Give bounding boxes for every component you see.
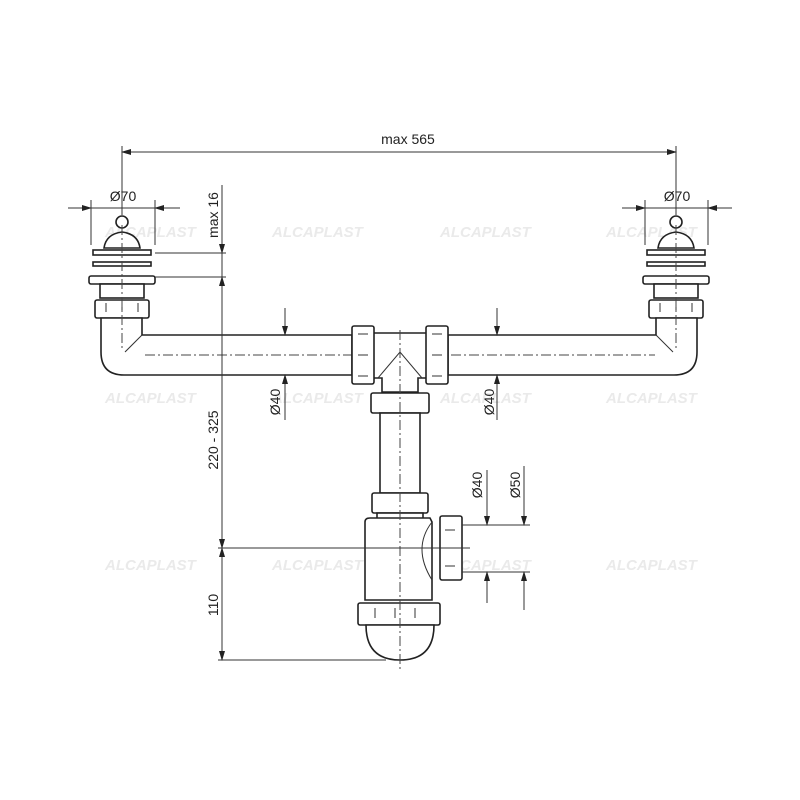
watermarks: ALCAPLAST ALCAPLAST ALCAPLAST ALCAPLAST ALC… xyxy=(104,224,699,574)
svg-text:ALCAPLAST: ALCAPLAST xyxy=(271,390,365,407)
left-pipe-diameter-dimension: Ø40 xyxy=(267,308,288,420)
right-pipe-diameter-label: Ø40 xyxy=(481,389,497,416)
outlet-inner-diameter-label: Ø40 xyxy=(469,472,485,499)
right-pipe xyxy=(447,317,698,376)
svg-text:ALCAPLAST: ALCAPLAST xyxy=(605,390,699,407)
overall-width-label: max 565 xyxy=(381,131,435,147)
left-pipe-diameter-label: Ø40 xyxy=(267,389,283,416)
flange-thickness-label: max 16 xyxy=(205,192,221,238)
right-flange-dimension: Ø70 xyxy=(622,188,732,245)
right-pipe-diameter-dimension: Ø40 xyxy=(481,308,500,420)
overall-width-dimension: max 565 xyxy=(121,131,677,215)
svg-text:ALCAPLAST: ALCAPLAST xyxy=(271,557,365,574)
left-flange-dimension: Ø70 xyxy=(68,188,180,245)
height-dimensions: max 16 220 - 325 110 xyxy=(155,185,470,661)
outlet-outer-diameter-label: Ø50 xyxy=(507,472,523,499)
left-pipe xyxy=(100,317,353,376)
bottle-trap xyxy=(357,330,463,672)
left-flange-label: Ø70 xyxy=(110,188,137,204)
outlet-height-label: 110 xyxy=(205,594,221,617)
outlet-diameter-dimensions: Ø40 Ø50 xyxy=(462,466,530,610)
svg-text:ALCAPLAST: ALCAPLAST xyxy=(605,557,699,574)
svg-text:ALCAPLAST: ALCAPLAST xyxy=(104,390,198,407)
height-range-label: 220 - 325 xyxy=(205,410,221,469)
right-flange-label: Ø70 xyxy=(664,188,691,204)
svg-text:ALCAPLAST: ALCAPLAST xyxy=(439,224,533,241)
svg-text:ALCAPLAST: ALCAPLAST xyxy=(271,224,365,241)
svg-text:ALCAPLAST: ALCAPLAST xyxy=(104,557,198,574)
svg-text:ALCAPLAST: ALCAPLAST xyxy=(439,390,533,407)
